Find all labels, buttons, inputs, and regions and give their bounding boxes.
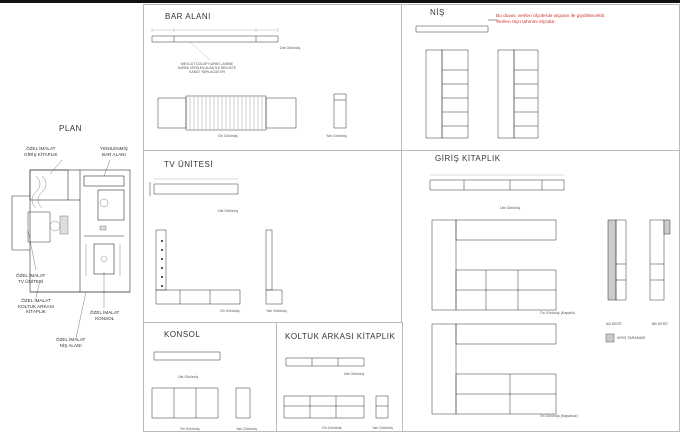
floor-plan (11, 159, 131, 339)
nis-elevation-2 (497, 49, 539, 139)
koltuk-side-view (375, 395, 389, 419)
bar-caption-top: Üst Görünüş (280, 46, 301, 50)
tv-side-view (265, 229, 283, 305)
label-konsol: ÖZEL İMALAT KONSOL (90, 310, 120, 321)
top-border (0, 0, 680, 3)
label-bar-alani: YENİLENMİŞ BAR ALANI (100, 146, 128, 157)
tv-unitesi-title: TV ÜNİTESİ (164, 160, 214, 169)
tv-shelf-marker (161, 249, 163, 251)
koltuk-caption-side: Yan Görünüş (372, 426, 393, 430)
konsol-caption-front: Ön Görünüş (180, 427, 200, 431)
giris-caption-aa: AA KESİT (606, 322, 622, 326)
bar-caption-front: Ön Görünüş (218, 134, 238, 138)
bar-top-view (151, 28, 279, 61)
giris-kitaplik-title: GİRİŞ KİTAPLIK (435, 154, 501, 163)
label-tv-unitesi: ÖZEL İMALAT TV ÜNİTESİ (16, 273, 46, 284)
tv-front-view (155, 229, 241, 305)
koltuk-caption-top: Üst Görünüş (344, 372, 365, 376)
tv-shelf-marker (161, 276, 163, 278)
koltuk-front-view (283, 395, 365, 419)
konsol-top-view (153, 351, 221, 361)
konsol-title: KONSOL (164, 330, 201, 339)
konsol-front-view (151, 387, 219, 419)
koltuk-arkasi-title: KOLTUK ARKASI KİTAPLIK (285, 332, 396, 341)
koltuk-top-view (285, 357, 365, 367)
bar-side-view (333, 93, 347, 129)
label-koltuk-arkasi: ÖZEL İMALAT KOLTUK ARKASI KİTAPLIK (18, 298, 54, 315)
panel-konsol (143, 322, 278, 432)
konsol-side-view (235, 387, 251, 419)
giris-front-open (431, 323, 557, 415)
panel-bar-alani (143, 4, 403, 152)
tv-shelf-marker (161, 267, 163, 269)
plan-title: PLAN (59, 124, 82, 133)
bar-front-view (157, 95, 297, 131)
panel-giris-kitaplik (401, 150, 680, 432)
legend-label: KIRIŞ TARAMASI (617, 336, 646, 340)
bar-caption-side: Yan Görünüş (326, 134, 347, 138)
giris-section-bb (649, 219, 671, 301)
koltuk-caption-front: Ön Görünüş (322, 426, 342, 430)
giris-top-view (429, 174, 565, 191)
giris-front-closed (431, 219, 557, 311)
tv-top-view (149, 178, 239, 196)
panel-koltuk-arkasi (276, 322, 403, 432)
giris-caption-bb: BB KESİT (652, 322, 669, 326)
nis-top-view (415, 19, 498, 33)
tv-caption-top: Üst Görünüş (218, 209, 239, 213)
giris-caption-front-open: Ön Görünüş (Kapaksız) (540, 414, 578, 418)
nis-title: NİŞ (430, 8, 445, 17)
tv-shelf-marker (161, 240, 163, 242)
panel-nis (401, 4, 680, 152)
nis-elevation-1 (425, 49, 469, 139)
tv-caption-front: Ön Görünüş (220, 309, 240, 313)
tv-shelf-marker (161, 258, 163, 260)
konsol-caption-top: Üst Görünüş (178, 375, 199, 379)
nis-note: Bu duvar, verilen ölçülerde alçıpan ile … (496, 14, 606, 25)
label-giris-kitaplik: ÖZEL İMALAT GİRİŞ KİTAPLIK (24, 146, 58, 157)
tv-caption-side: Yan Görünüş (266, 309, 287, 313)
label-nis-alani: ÖZEL İMALAT NİŞ ALANI (56, 337, 86, 348)
bar-alani-title: BAR ALANI (165, 12, 211, 21)
giris-caption-top: Üst Görünüş (500, 206, 521, 210)
giris-caption-front-closed: Ön Görünüş (Kapaklı) (540, 311, 575, 315)
giris-section-aa (607, 219, 627, 301)
konsol-caption-side: Yan Görünüş (236, 427, 257, 431)
legend-swatch (605, 333, 615, 343)
bar-note: MEVCUT DOLAP KAPAK LAMİNE KAPAK VERİLEN … (178, 62, 237, 75)
tv-shelf-marker (161, 285, 163, 287)
